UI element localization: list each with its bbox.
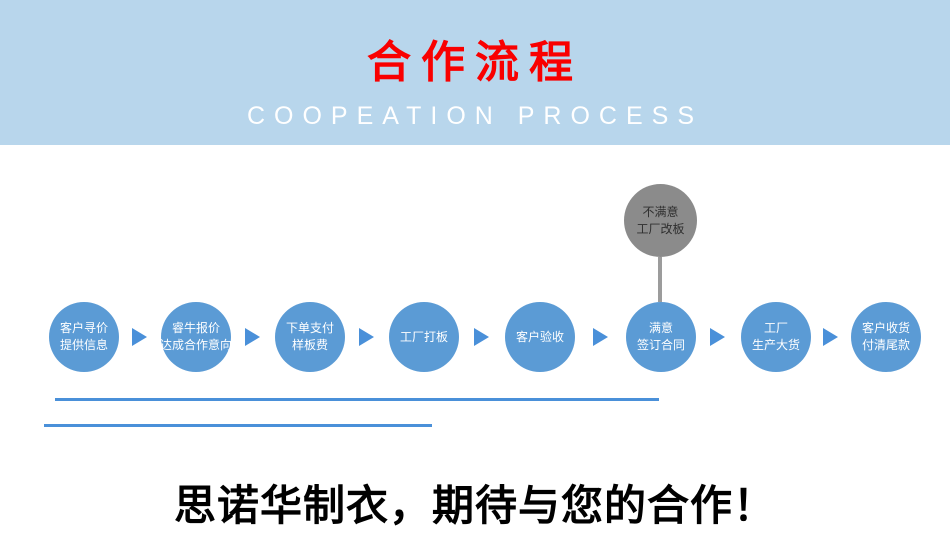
- right-arrow-icon: [474, 328, 489, 346]
- right-arrow-icon: [710, 328, 725, 346]
- flow-node-label: 下单支付: [285, 321, 334, 335]
- flow-node-rework: 不满意 工厂改板: [624, 184, 697, 257]
- flow-node-label: 客户验收: [515, 329, 564, 344]
- flow-node-label: 生产大货: [751, 338, 800, 352]
- right-arrow-icon: [823, 328, 838, 346]
- flow-node-label: 签订合同: [636, 338, 685, 352]
- right-arrow-icon: [132, 328, 147, 346]
- flow-node-label: 工厂改板: [636, 221, 685, 236]
- flow-node-label: 客户寻价: [59, 321, 108, 335]
- flow-node-delivery: 客户收货 付清尾款: [851, 302, 921, 372]
- flow-node-quote: 睿牛报价 达成合作意向: [160, 302, 233, 372]
- page-title: 合作流程: [367, 38, 583, 87]
- flow-node-label: 提供信息: [59, 338, 108, 352]
- page-subtitle: COOPEATION PROCESS: [246, 102, 704, 130]
- flow-node-order-payment: 下单支付 样板费: [275, 302, 345, 372]
- banner: 合作流程 COOPEATION PROCESS: [0, 0, 950, 145]
- flow-node-production: 工厂 生产大货: [741, 302, 811, 372]
- flow-node-label: 睿牛报价: [171, 321, 220, 335]
- flow-node-label: 达成合作意向: [160, 338, 233, 352]
- flow-node-inquiry: 客户寻价 提供信息: [49, 302, 119, 372]
- decorative-line: [44, 424, 432, 427]
- flow-node-label: 工厂打板: [399, 329, 448, 344]
- slogan-text: 思诺华制衣，期待与您的合作！: [173, 482, 776, 529]
- right-arrow-icon: [245, 328, 260, 346]
- flow-node-contract: 满意 签订合同: [626, 302, 696, 372]
- flow-node-label: 满意: [648, 321, 673, 335]
- flow-node-label: 付清尾款: [861, 338, 910, 352]
- flow-node-acceptance: 客户验收: [505, 302, 575, 372]
- decorative-line: [55, 398, 659, 401]
- flow-node-label: 样板费: [291, 338, 328, 352]
- flow-node-label: 不满意: [642, 204, 679, 219]
- flow-node-label: 工厂: [763, 321, 788, 335]
- right-arrow-icon: [593, 328, 608, 346]
- rework-connector-line: [658, 257, 662, 302]
- flow-node-sample-making: 工厂打板: [389, 302, 459, 372]
- flow-node-label: 客户收货: [861, 321, 910, 335]
- right-arrow-icon: [359, 328, 374, 346]
